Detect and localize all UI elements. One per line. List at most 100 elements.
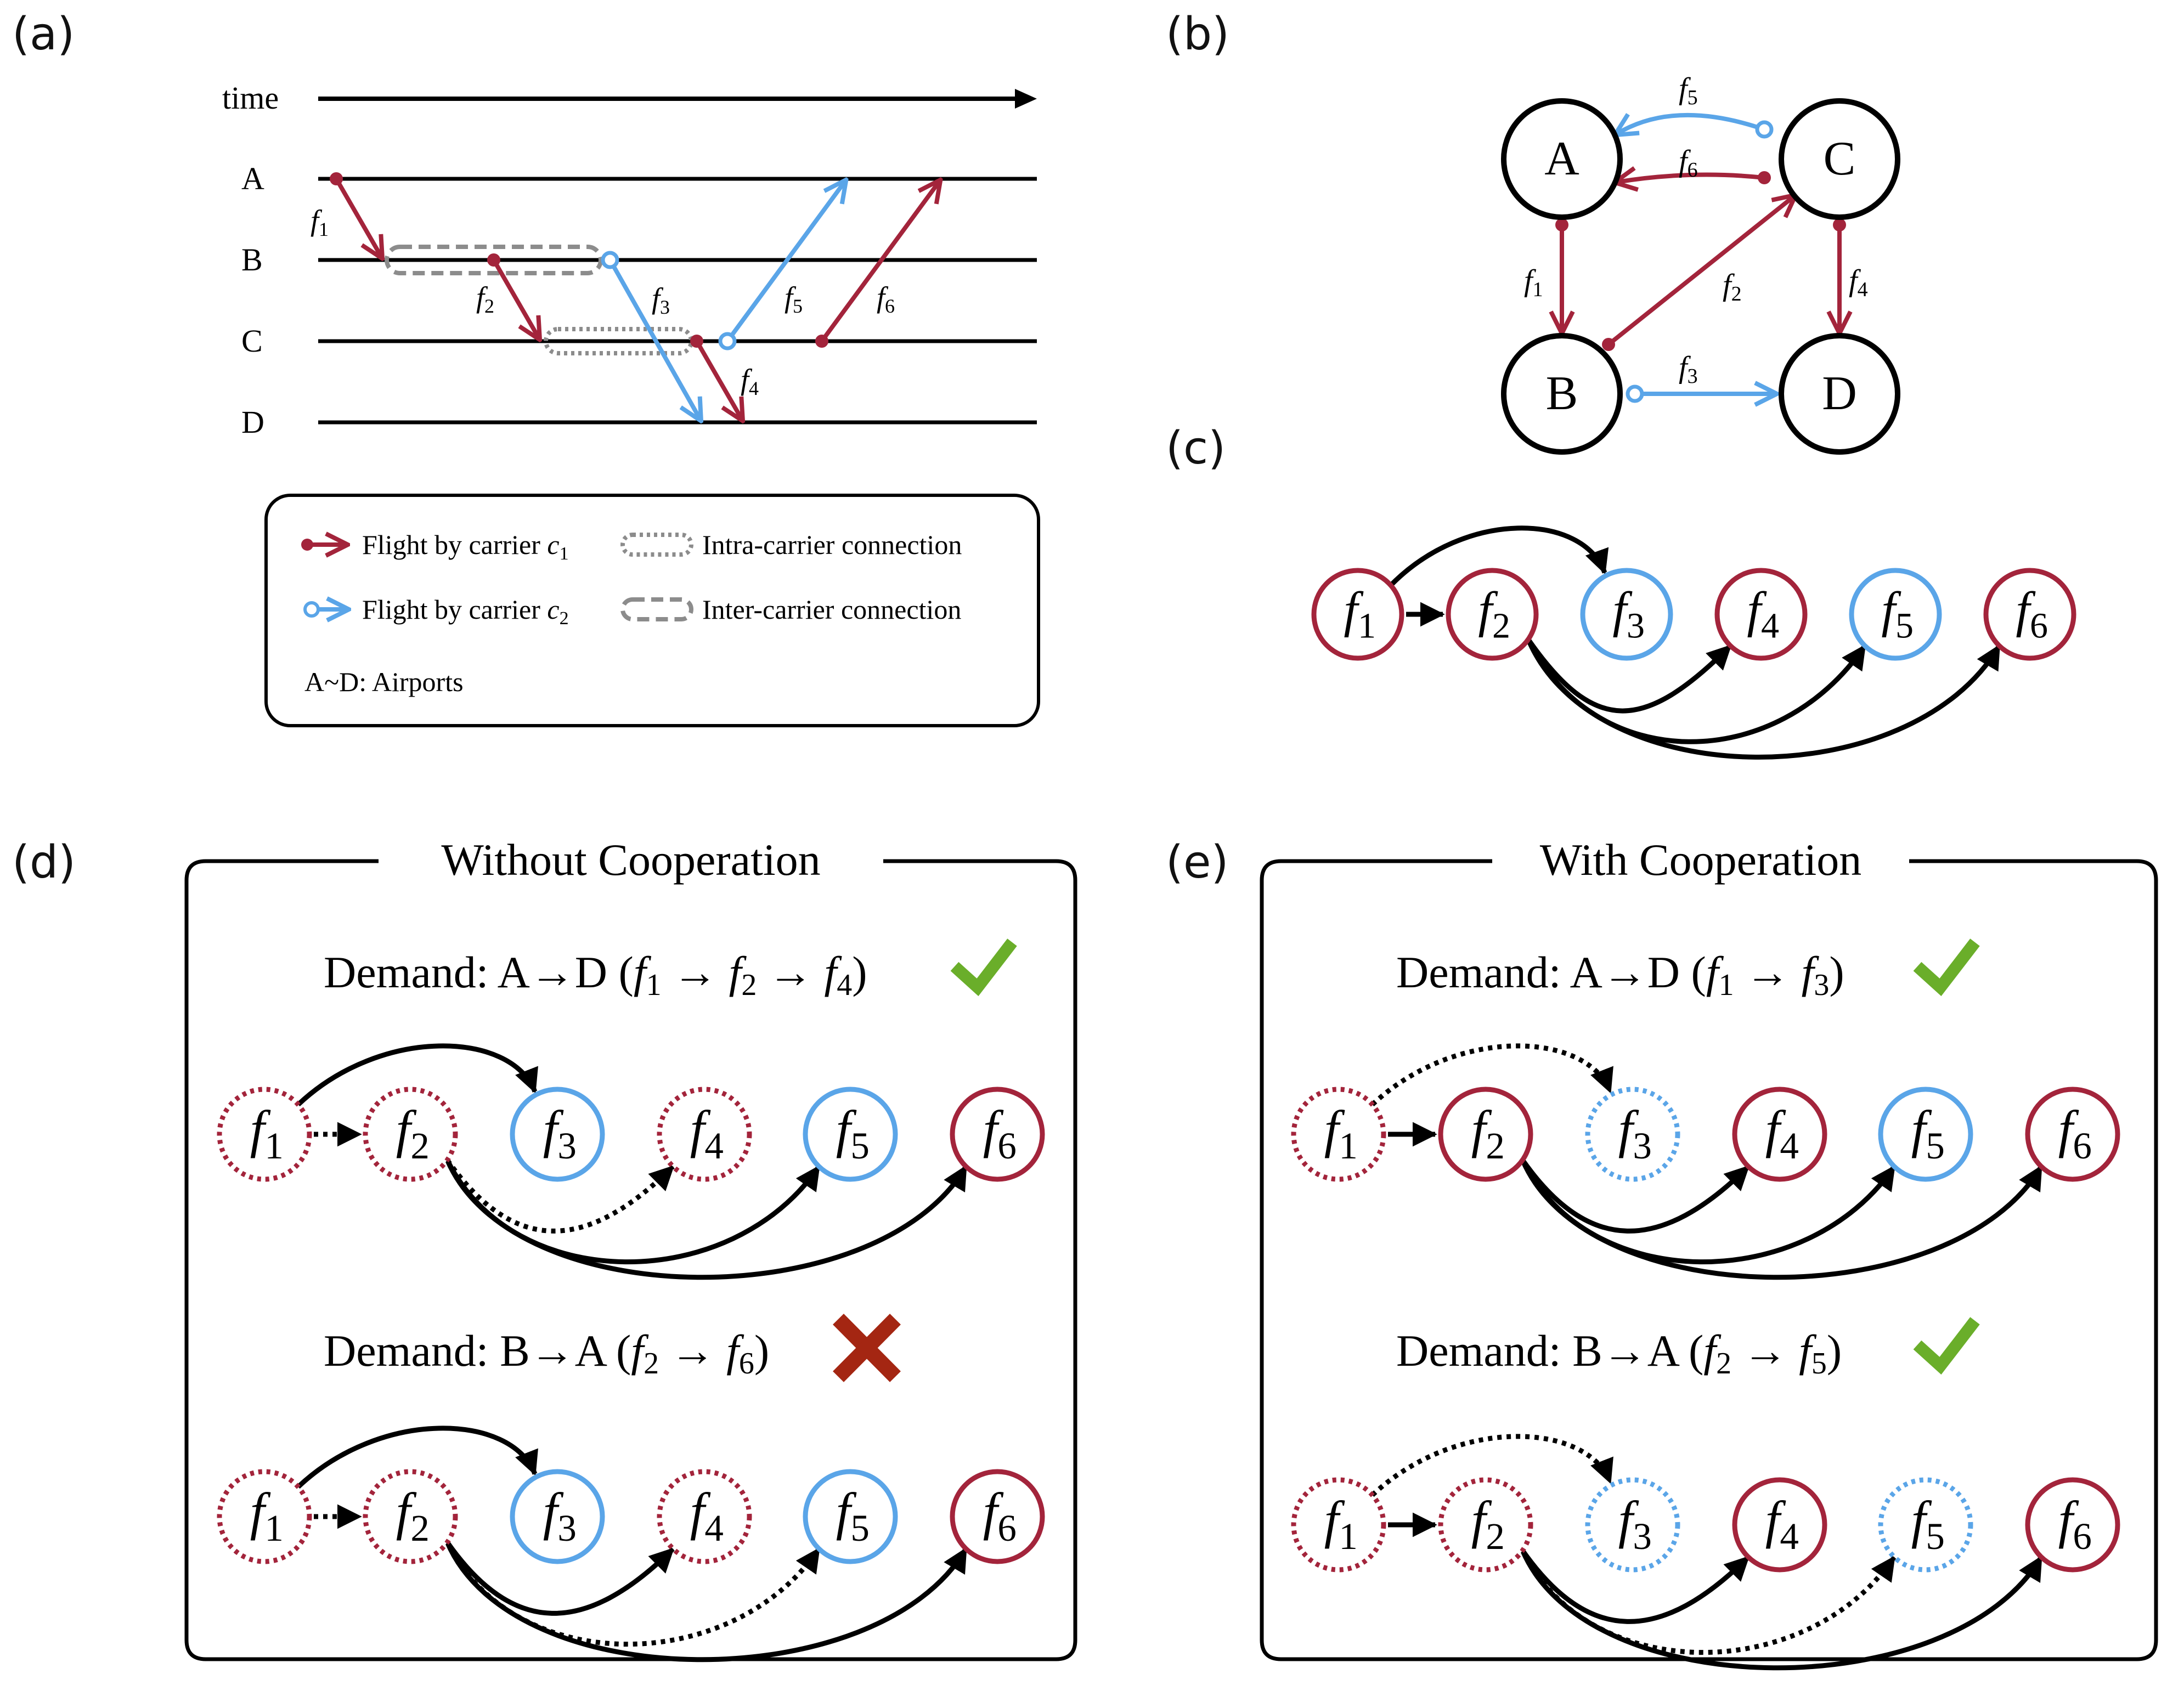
svg-text:B: B — [1546, 367, 1578, 420]
timeline-flight-f4 — [690, 335, 742, 419]
panel-e-demand2: Demand: B→A (f2 → f5) — [1396, 1326, 1842, 1381]
timeline-flight-f5 — [718, 182, 845, 350]
connection-edge-f2-f5 — [445, 1158, 821, 1265]
flight-node-f1: f1 — [1311, 568, 1404, 661]
flight-node-f2: f2 — [1446, 568, 1539, 661]
network-label-f3: f3 — [1679, 350, 1698, 388]
flight-node-f2: f2 — [363, 1087, 458, 1182]
connection-edge-f2-f4 — [1520, 1158, 1750, 1234]
panel-d-without-cooperation: Without Cooperation Demand: A→D (f1 → f2… — [184, 835, 1077, 1662]
panel-e-demand1-check-icon — [1913, 938, 1980, 997]
connection-edge-f2-f4 — [1526, 638, 1732, 714]
panel-e-with-cooperation: With Cooperation Demand: A→D (f1 → f3) D… — [1260, 835, 2158, 1671]
flight-node-f1: f1 — [1291, 1087, 1386, 1182]
panel-e-label: (e) — [1166, 836, 1228, 889]
svg-text:f2: f2 — [1471, 1490, 1505, 1557]
flight-node-f3: f3 — [1585, 1477, 1680, 1573]
timeline-flight-f3 — [601, 251, 700, 419]
flight-node-f3: f3 — [1580, 568, 1673, 661]
timeline-flight-f6 — [815, 182, 939, 348]
network-edge-f6 — [1617, 171, 1771, 184]
legend-carrier1-symbol — [301, 539, 346, 551]
panel-d-demand2-cross-icon — [833, 1314, 901, 1382]
panel-d-demand1: Demand: A→D (f1 → f2 → f4) — [324, 947, 867, 1002]
legend-inter-text: Inter-carrier connection — [702, 594, 961, 625]
flight-node-f4: f4 — [1714, 568, 1808, 661]
network-node-a: A — [1501, 98, 1623, 220]
legend-note: A~D: Airports — [304, 666, 464, 697]
network-edge-f3 — [1626, 387, 1775, 401]
legend-carrier2-text: Flight by carrier c2 — [362, 594, 569, 629]
flight-node-f6: f6 — [950, 1087, 1045, 1182]
timeline-flight-f1 — [330, 172, 381, 257]
timeline-label-f1: f1 — [311, 204, 329, 240]
connection-edge-f1-f3 — [296, 1043, 538, 1107]
flight-node-f2: f2 — [1438, 1087, 1533, 1182]
legend-inter-symbol — [620, 597, 693, 621]
network-node-d: D — [1779, 333, 1900, 455]
flight-node-f5: f5 — [1878, 1087, 1973, 1182]
legend-carrier2-symbol — [303, 603, 347, 616]
flight-node-f5: f5 — [1849, 568, 1942, 661]
connection-edge-f2-f4 — [1520, 1549, 1750, 1624]
flight-node-f4: f4 — [1732, 1477, 1827, 1573]
network-label-f6: f6 — [1679, 144, 1698, 182]
panel-d-label: (d) — [12, 836, 76, 889]
network-edge-f5 — [1617, 112, 1774, 139]
network-label-f2: f2 — [1723, 268, 1742, 306]
panel-e-demand2-check-icon — [1913, 1317, 1980, 1375]
svg-text:D: D — [1822, 367, 1857, 420]
panel-a-timeline: time A B C D — [222, 80, 1040, 727]
network-label-f1: f1 — [1524, 264, 1543, 301]
flight-node-f1: f1 — [1291, 1477, 1386, 1573]
panel-d-frame — [184, 859, 1077, 1661]
connection-edge-f2-f4 — [445, 1158, 675, 1234]
connection-edge-f2-f5 — [445, 1541, 821, 1647]
legend-box — [264, 494, 1040, 727]
network-node-c: C — [1779, 98, 1900, 220]
connection-edge-f2-f5 — [1520, 1158, 1897, 1265]
timeline-label-f3: f3 — [652, 282, 670, 318]
connection-edge-f2-f6 — [445, 1541, 968, 1662]
flight-node-f4: f4 — [657, 1469, 752, 1564]
panel-a-label: (a) — [12, 8, 75, 60]
network-node-b: B — [1501, 333, 1623, 455]
flight-node-f3: f3 — [1585, 1087, 1680, 1182]
time-axis-arrowhead — [1015, 89, 1037, 109]
legend-intra-text: Intra-carrier connection — [702, 529, 962, 560]
panel-b-network: A C B D f5 f6 f1 f2 f4 f3 — [1501, 72, 1900, 455]
connection-edge-f2-f5 — [1526, 638, 1867, 744]
inter-carrier-connection-box — [385, 245, 603, 275]
timeline-label-f4: f4 — [741, 363, 759, 399]
connection-edge-f1-f3 — [1389, 525, 1609, 587]
connection-edge-f2-f5 — [1520, 1549, 1897, 1655]
network-label-f4: f4 — [1849, 264, 1868, 301]
flight-node-f6: f6 — [2025, 1477, 2120, 1573]
panel-c-label: (c) — [1166, 422, 1226, 474]
network-edge-f2 — [1602, 196, 1794, 351]
airport-label-c: C — [241, 323, 263, 359]
flight-node-f6: f6 — [950, 1469, 1045, 1564]
flight-node-f4: f4 — [657, 1087, 752, 1182]
panel-d-demand2: Demand: B→A (f2 → f6) — [324, 1326, 769, 1381]
airport-label-b: B — [241, 242, 263, 278]
panel-e-title: With Cooperation — [1540, 835, 1862, 885]
svg-text:A: A — [1544, 132, 1579, 185]
timeline-label-f5: f5 — [785, 281, 803, 317]
flight-node-f2: f2 — [1438, 1477, 1533, 1573]
connection-edge-f2-f6 — [1526, 638, 2001, 760]
connection-edge-f1-f3 — [296, 1426, 538, 1489]
airport-label-a: A — [241, 161, 264, 196]
network-label-f5: f5 — [1679, 72, 1698, 109]
panel-b-label: (b) — [1166, 8, 1229, 60]
connection-edge-f2-f4 — [445, 1541, 675, 1616]
svg-text:C: C — [1824, 132, 1856, 185]
panel-e-frame — [1260, 859, 2158, 1661]
connection-edge-f2-f6 — [445, 1158, 968, 1280]
flight-node-f1: f1 — [217, 1087, 312, 1182]
